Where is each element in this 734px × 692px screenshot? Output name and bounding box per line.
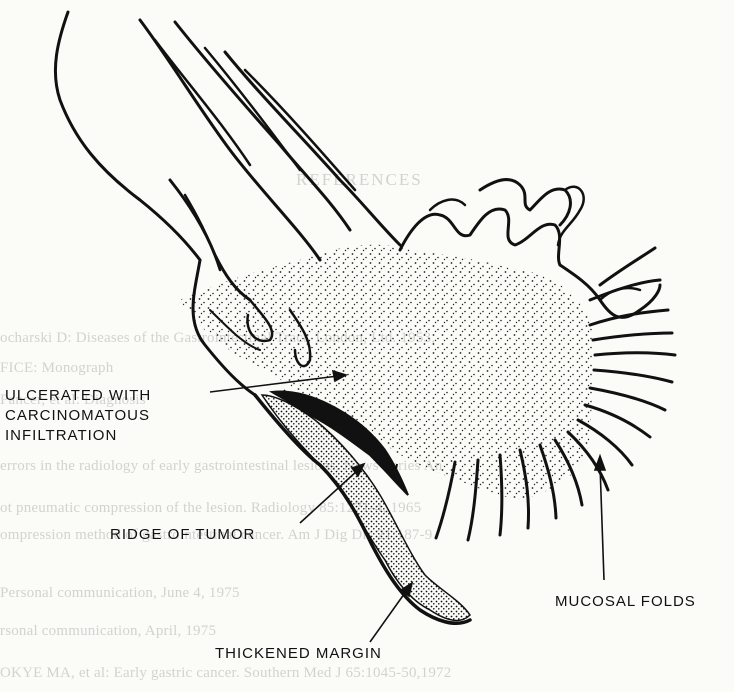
ulcerated-label-line-2: CARCINOMATOUS	[5, 406, 151, 426]
ridge-of-tumor-label: RIDGE OF TUMOR	[110, 525, 255, 545]
ulcerated-label-line-1: ULCERATED WITH	[5, 386, 151, 406]
mucosal-folds-label: MUCOSAL FOLDS	[555, 592, 696, 612]
ulcerated-label: ULCERATED WITH CARCINOMATOUS INFILTRATIO…	[5, 386, 151, 446]
thickened-margin-label: THICKENED MARGIN	[215, 644, 382, 664]
ulcerated-label-line-3: INFILTRATION	[5, 426, 151, 446]
